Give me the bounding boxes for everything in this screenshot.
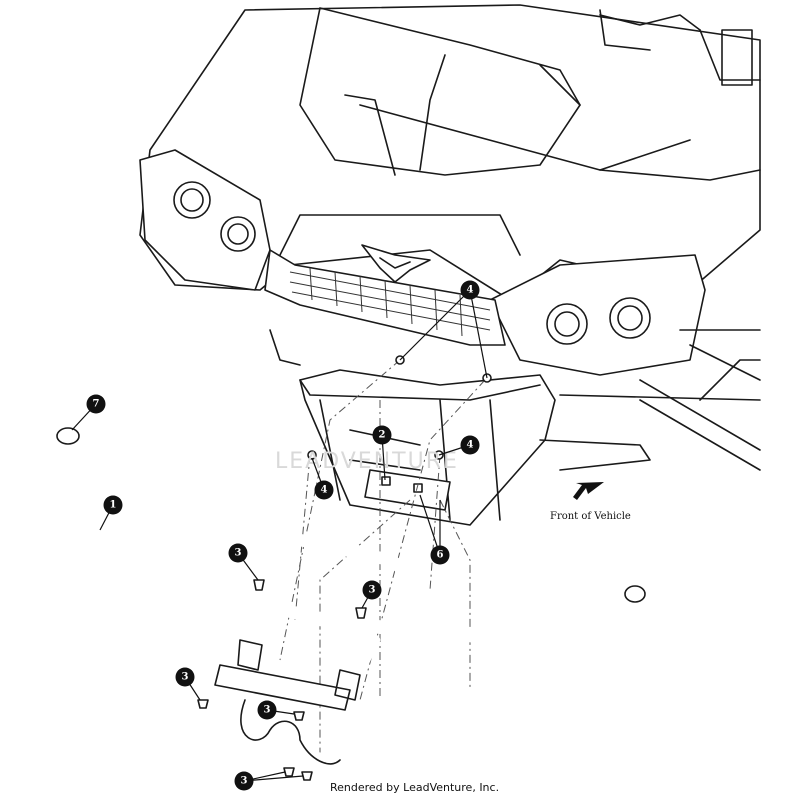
- callout-2: 2: [372, 425, 392, 445]
- callout-3b: 3: [362, 580, 382, 600]
- watermark: LEADVENTURE: [275, 449, 459, 474]
- callout-6: 6: [430, 545, 450, 565]
- chassis-frame: [269, 329, 761, 526]
- svg-text:3: 3: [182, 672, 189, 683]
- fasteners: [197, 355, 492, 781]
- front-direction-indicator: Front of Vehicle: [550, 482, 631, 522]
- svg-text:3: 3: [241, 776, 248, 787]
- svg-text:3: 3: [369, 585, 376, 596]
- svg-text:2: 2: [379, 430, 386, 441]
- left-headlight: [139, 149, 271, 291]
- footer-credit: Rendered by LeadVenture, Inc.: [330, 781, 500, 794]
- callout-3d: 3: [257, 700, 277, 720]
- callout-4b: 4: [460, 435, 480, 455]
- callout-3c: 3: [175, 667, 195, 687]
- svg-text:3: 3: [235, 548, 242, 559]
- brand-logo: [361, 244, 431, 283]
- right-headlight: [489, 254, 706, 376]
- end-caps: [56, 427, 646, 603]
- callout-7: 7: [86, 394, 106, 414]
- vehicle-body: [139, 4, 761, 301]
- callout-3a: 3: [228, 543, 248, 563]
- front-bumper: [46, 443, 637, 767]
- svg-text:4: 4: [467, 440, 474, 451]
- callout-4c: 4: [314, 480, 334, 500]
- callout-1: 1: [103, 495, 123, 515]
- svg-text:7: 7: [93, 399, 100, 410]
- callout-3e: 3: [234, 771, 254, 791]
- direction-label: Front of Vehicle: [550, 511, 631, 522]
- direction-arrow-icon: [573, 482, 604, 500]
- mounting-bracket: [364, 469, 451, 511]
- callout-4a: 4: [460, 280, 480, 300]
- svg-text:3: 3: [264, 705, 271, 716]
- svg-text:1: 1: [110, 500, 117, 511]
- svg-text:4: 4: [467, 285, 474, 296]
- svg-text:4: 4: [321, 485, 328, 496]
- svg-text:6: 6: [437, 550, 444, 561]
